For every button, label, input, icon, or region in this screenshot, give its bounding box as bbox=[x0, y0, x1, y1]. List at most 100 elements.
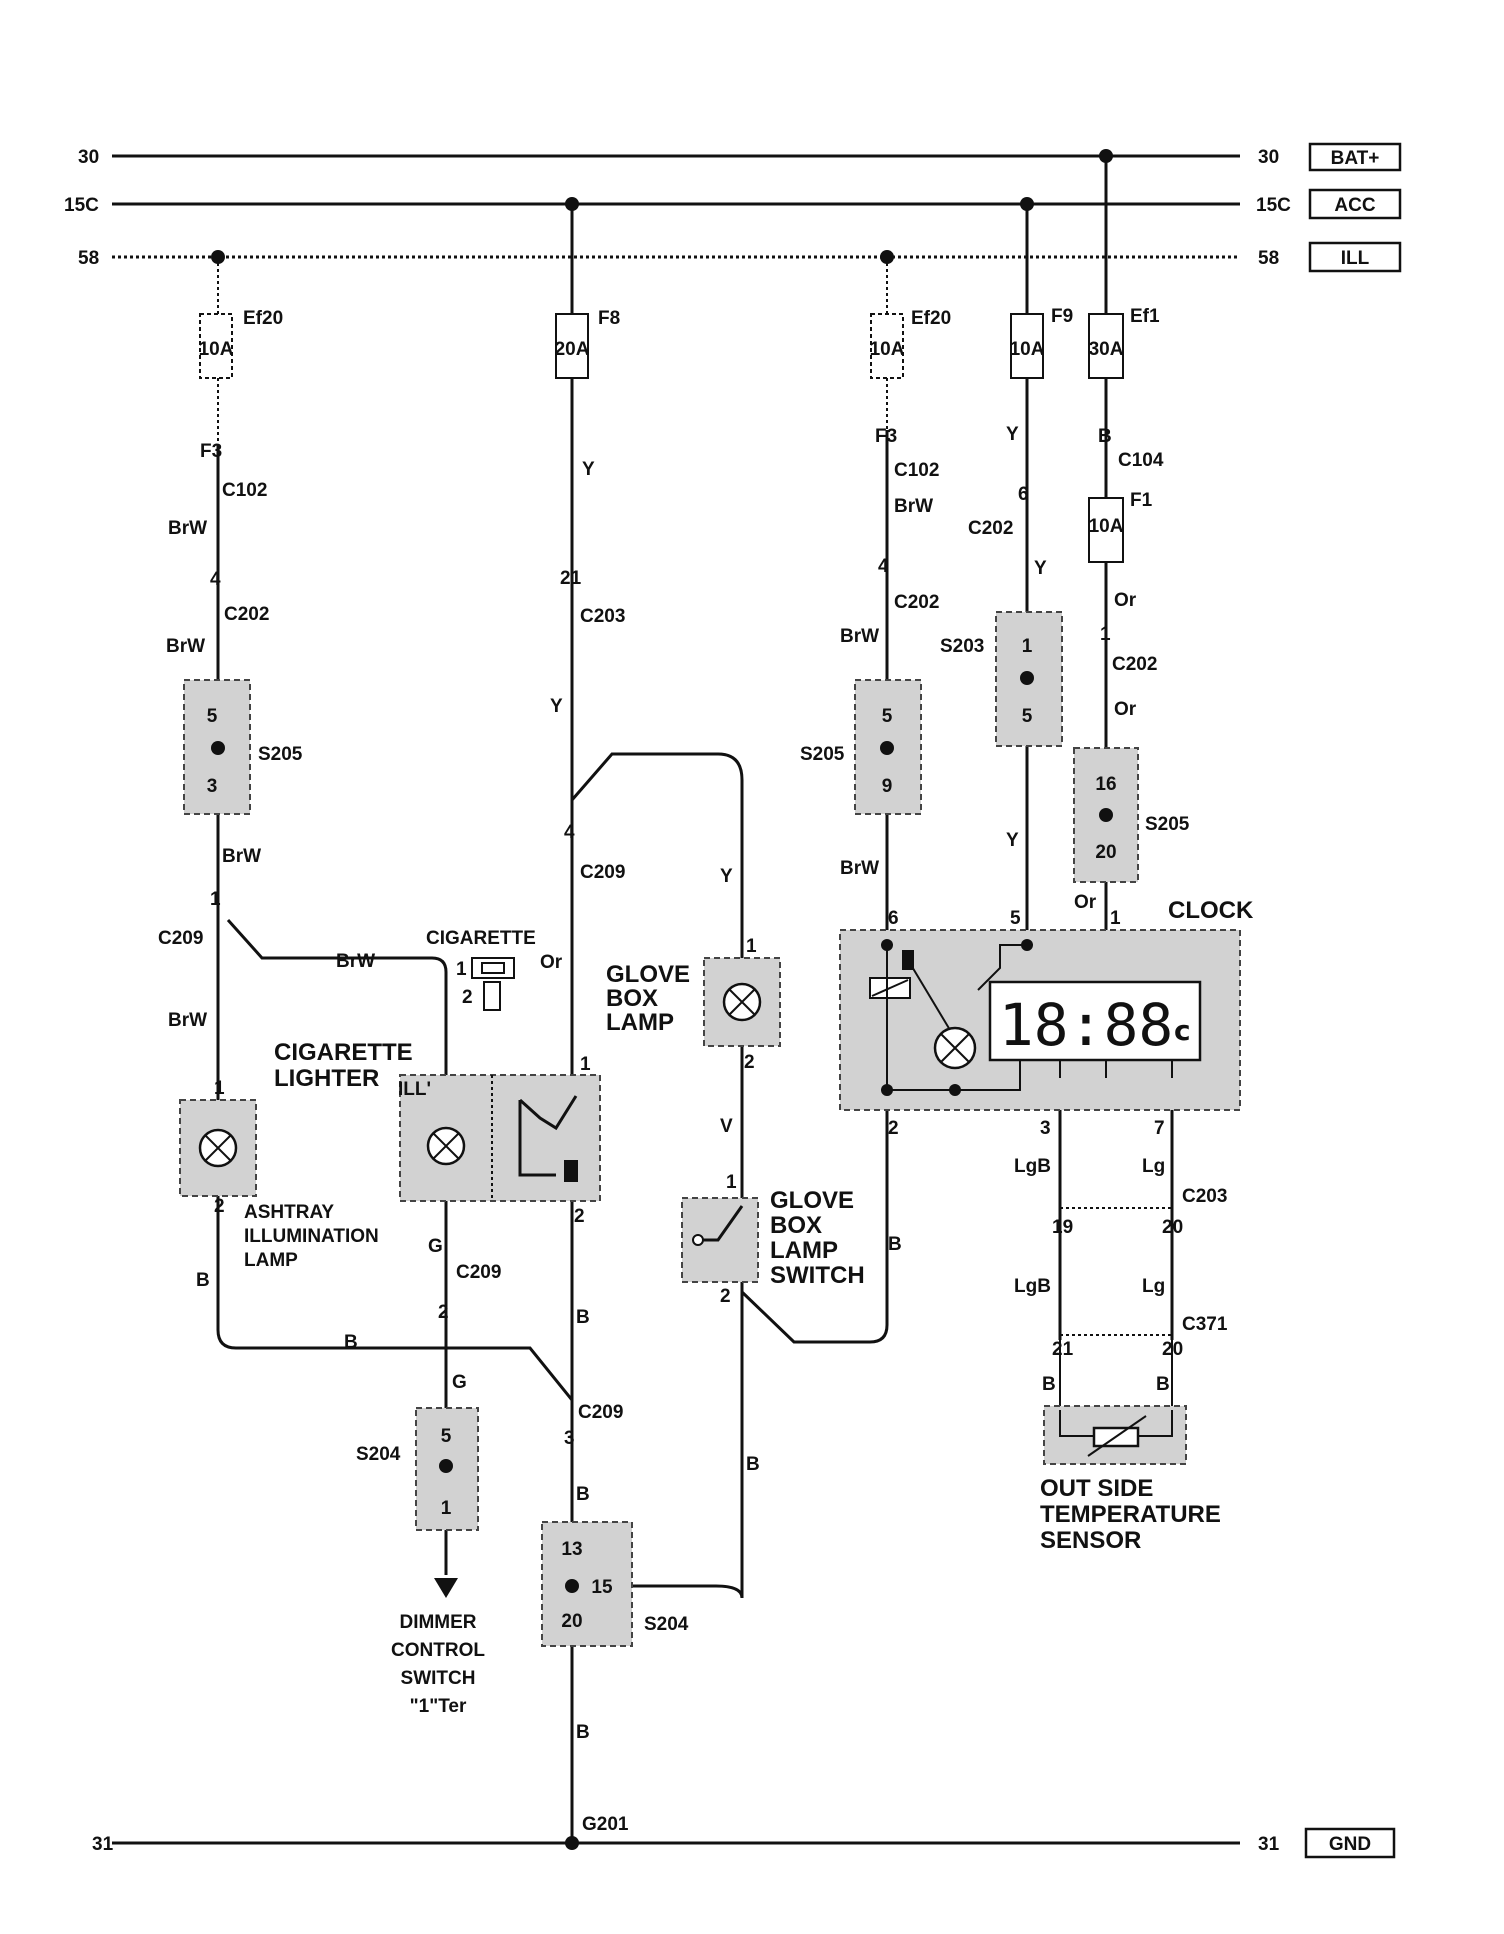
splice-s205-left-dot bbox=[211, 741, 225, 755]
connector-c209-bottom: C209 bbox=[578, 1402, 623, 1423]
wire-b-3: B bbox=[576, 1722, 590, 1743]
connector-c202-right: C202 bbox=[894, 592, 939, 613]
temp-sensor-label-line-3: SENSOR bbox=[1040, 1527, 1141, 1554]
fuse-ef20-left-name: Ef20 bbox=[243, 308, 283, 329]
fuse-f9-rating: 10A bbox=[1010, 339, 1045, 360]
rail-58-right-label: 58 bbox=[1258, 248, 1279, 269]
wire-or-cig: Or bbox=[540, 952, 563, 973]
clock-internal-circuit bbox=[869, 939, 1173, 1096]
rail-30-left-label: 30 bbox=[78, 147, 99, 168]
glove-switch-pin-2: 2 bbox=[720, 1286, 731, 1307]
s205-middle-pin-5: 5 bbox=[882, 706, 893, 727]
s205-right-label: S205 bbox=[1145, 814, 1190, 835]
rail-15c-left-label: 15C bbox=[64, 195, 99, 216]
glove-switch-pin-1: 1 bbox=[726, 1172, 737, 1193]
s205-middle-pin-9: 9 bbox=[882, 776, 893, 797]
pin-f3-right: F3 bbox=[875, 426, 897, 447]
acc-tag bbox=[1308, 188, 1402, 220]
pin-1-c202-or: 1 bbox=[1100, 624, 1111, 645]
wire-b-switch: B bbox=[746, 1454, 760, 1475]
dimmer-label-line-1: DIMMER bbox=[399, 1612, 476, 1633]
glove-switch-label-line-4: SWITCH bbox=[770, 1262, 865, 1289]
cig-lighter-label-line-2: LIGHTER bbox=[274, 1065, 379, 1092]
clock-lamp-cross-icon bbox=[940, 1033, 970, 1063]
ill-tag bbox=[1308, 241, 1402, 273]
rail-31-right-label: 31 bbox=[1258, 1834, 1280, 1855]
cigarette-lighter-lamp-cross-icon bbox=[433, 1133, 459, 1159]
wire-y-f8: Y bbox=[582, 459, 595, 480]
connector-c209-left: C209 bbox=[158, 928, 203, 949]
pin-20-c371: 20 bbox=[1162, 1339, 1183, 1360]
clock-label: CLOCK bbox=[1168, 897, 1254, 924]
wire-g-1: G bbox=[428, 1236, 443, 1257]
glove-switch-label-line-2: BOX bbox=[770, 1212, 822, 1239]
pin-4-c209: 4 bbox=[564, 822, 575, 843]
ashtray-label-line-2: ILLUMINATION bbox=[244, 1226, 379, 1247]
ground-g201-label: G201 bbox=[582, 1814, 629, 1835]
dimmer-label-line-4: "1"Ter bbox=[410, 1696, 467, 1717]
connector-c102-right: C102 bbox=[894, 460, 939, 481]
wire-brw-5: BrW bbox=[336, 951, 375, 972]
clock-display-digits: 18:88 bbox=[999, 991, 1174, 1059]
wire-y-glove: Y bbox=[720, 866, 733, 887]
wire-brw-right-2: BrW bbox=[840, 626, 879, 647]
cigarette-connector-icon bbox=[471, 957, 515, 1011]
junction-dots bbox=[211, 149, 1113, 1850]
fuse-ef1-rating: 30A bbox=[1089, 339, 1124, 360]
connector-c202-left: C202 bbox=[224, 604, 269, 625]
s204-left-pin-1: 1 bbox=[441, 1498, 452, 1519]
glove-switch-label-line-3: LAMP bbox=[770, 1237, 838, 1264]
rail-15c-right-label: 15C bbox=[1256, 195, 1291, 216]
wire-lg-2: Lg bbox=[1142, 1276, 1165, 1297]
clock-pin-1: 1 bbox=[1110, 908, 1121, 929]
pin-b-c104: B bbox=[1098, 426, 1112, 447]
s205-right-pin-16: 16 bbox=[1095, 774, 1116, 795]
wire-b-2: B bbox=[576, 1484, 590, 1505]
connector-c371: C371 bbox=[1182, 1314, 1228, 1335]
clock-pin-3: 3 bbox=[1040, 1118, 1051, 1139]
cigarette-connector-pin-2: 2 bbox=[462, 987, 473, 1008]
wire-b-bottom: B bbox=[344, 1332, 358, 1353]
splice-s204-bottom-dot bbox=[565, 1579, 579, 1593]
clock-pin-5: 5 bbox=[1010, 908, 1021, 929]
cig-lighter-pin-1: 1 bbox=[580, 1054, 591, 1075]
fuse-f8-name: F8 bbox=[598, 308, 620, 329]
clock-pin-2: 2 bbox=[888, 1118, 899, 1139]
splice-s204-left-dot bbox=[439, 1459, 453, 1473]
s204-bottom-pin-13: 13 bbox=[561, 1539, 582, 1560]
gnd-tag-label: GND bbox=[1329, 1834, 1371, 1855]
cig-lighter-label-line-1: CIGARETTE bbox=[274, 1039, 413, 1066]
pin-21-c371: 21 bbox=[1052, 1339, 1074, 1360]
wire-brw-4: BrW bbox=[168, 1010, 207, 1031]
wire-g-2: G bbox=[452, 1372, 467, 1393]
connector-c209-mid: C209 bbox=[580, 862, 625, 883]
acc-tag-label: ACC bbox=[1334, 195, 1375, 216]
dimmer-label-line-2: CONTROL bbox=[391, 1640, 485, 1661]
clock-pin-7: 7 bbox=[1154, 1118, 1165, 1139]
fuse-f1 bbox=[1088, 497, 1124, 563]
thermistor-icon bbox=[1059, 1410, 1173, 1457]
pin-4-right: 4 bbox=[878, 556, 889, 577]
splice-s205-right-dot bbox=[1099, 808, 1113, 822]
wire-or-2: Or bbox=[1114, 699, 1137, 720]
s204-left-label: S204 bbox=[356, 1444, 401, 1465]
cigarette-connector-label: CIGARETTE bbox=[426, 928, 536, 949]
wire-or-1: Or bbox=[1114, 590, 1137, 611]
fuse-f9-name: F9 bbox=[1051, 306, 1073, 327]
wire-y-f9: Y bbox=[1006, 424, 1019, 445]
s205-left-pin-3: 3 bbox=[207, 776, 218, 797]
pin-2-c209: 2 bbox=[438, 1302, 449, 1323]
fuse-ef1 bbox=[1088, 313, 1124, 379]
wire-b-ashtray: B bbox=[196, 1270, 210, 1291]
pin-f3-left: F3 bbox=[200, 441, 222, 462]
bat-tag-label: BAT+ bbox=[1331, 148, 1380, 169]
glove-lamp-pin-2: 2 bbox=[744, 1052, 755, 1073]
splice-s204-bottom bbox=[541, 1521, 633, 1647]
wire-brw-2: BrW bbox=[166, 636, 205, 657]
wire-b-right: B bbox=[888, 1234, 902, 1255]
pin-1-c209-left: 1 bbox=[210, 889, 221, 910]
glove-lamp-label-line-1: GLOVE bbox=[606, 961, 690, 988]
fuse-f1-rating: 10A bbox=[1089, 516, 1124, 537]
glove-lamp-label-line-3: LAMP bbox=[606, 1009, 674, 1036]
